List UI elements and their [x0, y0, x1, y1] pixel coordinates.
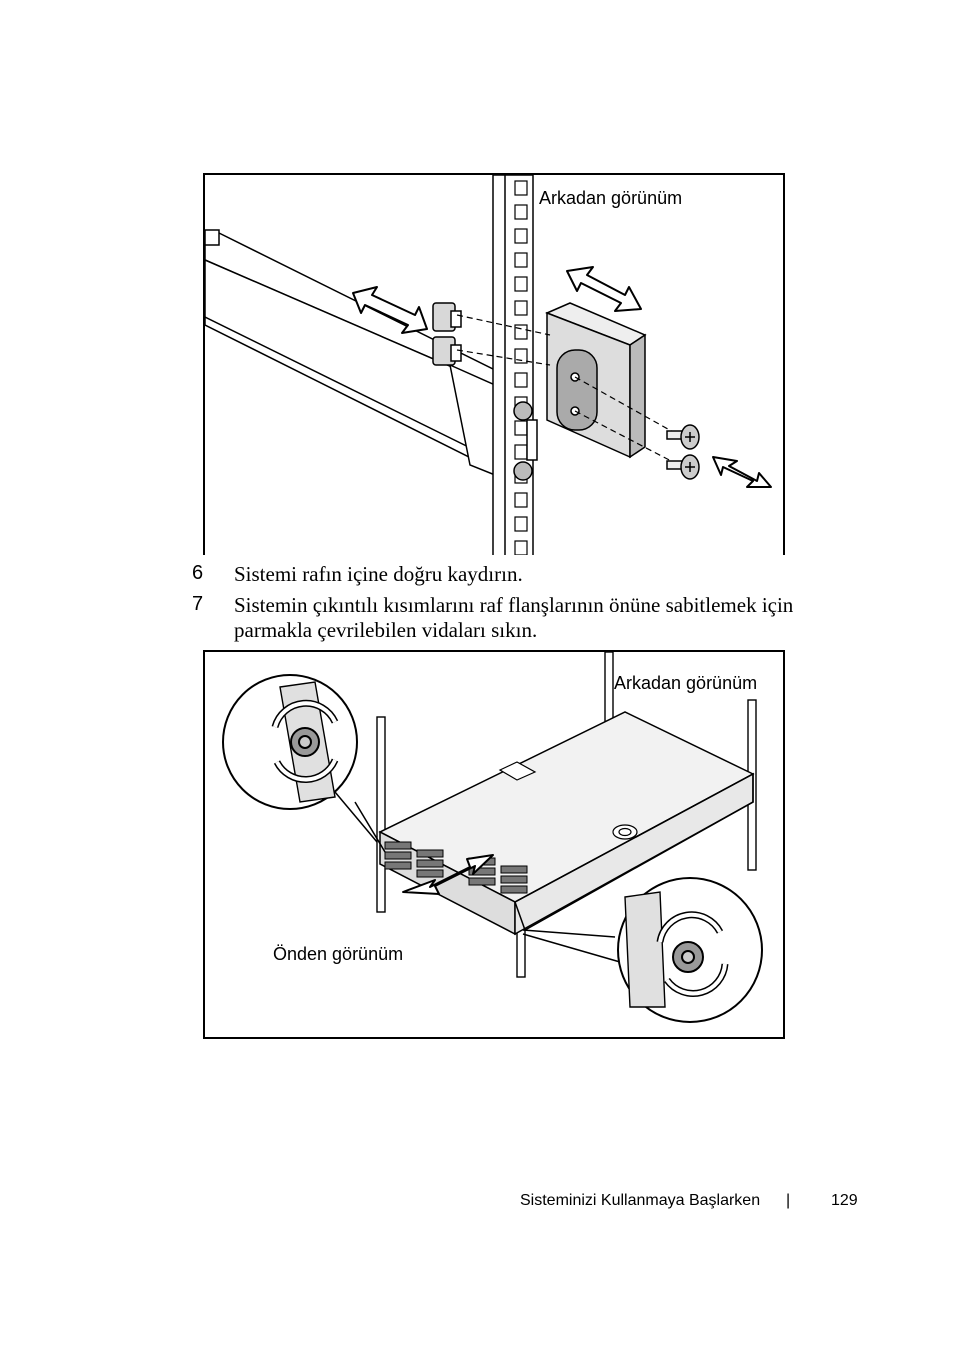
rack-hole: [514, 252, 528, 268]
rack-hole: [514, 180, 528, 196]
step-6-text: Sistemi rafın içine doğru kaydırın.: [234, 562, 523, 586]
step-6-number: 6: [192, 562, 204, 584]
rack-hole: [514, 300, 528, 316]
slide-arrow: [402, 854, 494, 895]
drive-bay: [468, 867, 496, 876]
figure-rear-bracket: Arkadan görünüm: [203, 173, 785, 555]
zoom-circle-front-left: [222, 674, 358, 810]
figure2-front-view-label: Önden görünüm: [273, 944, 404, 965]
figure1-rear-view-label: Arkadan görünüm: [539, 188, 683, 209]
drive-bay: [500, 865, 528, 874]
movement-arrows: [352, 266, 772, 488]
rail-clips: [432, 302, 462, 366]
server-install-illustration: [222, 652, 763, 1023]
screws: [666, 424, 700, 480]
rail-drawing: [205, 229, 506, 477]
drive-bay: [500, 885, 528, 894]
alignment-guides: [456, 314, 676, 464]
rack-hole: [514, 444, 528, 460]
rack-hole: [514, 420, 528, 436]
figure2-rear-view-label: Arkadan görünüm: [614, 673, 758, 694]
rear-bracket-illustration: [205, 175, 772, 555]
drive-bay: [416, 869, 444, 878]
callout-lines: [334, 791, 621, 963]
footer-section-title: Sisteminizi Kullanmaya Başlarken: [520, 1192, 761, 1209]
step-7-number: 7: [192, 593, 204, 615]
drive-bays: [384, 841, 528, 894]
server-chassis: [378, 711, 755, 936]
drive-bay: [384, 841, 412, 850]
rack-hole: [514, 204, 528, 220]
rack-hole: [514, 516, 528, 532]
footer-separator: |: [786, 1192, 791, 1209]
rack-post: [492, 175, 534, 555]
chassis-features: [498, 761, 638, 840]
rack-hole: [514, 324, 528, 340]
figure-server-install: Arkadan görünüm Önden görünüm: [203, 650, 785, 1039]
drive-bay: [468, 877, 496, 886]
rack-hole: [514, 276, 528, 292]
rack-hole: [514, 540, 528, 555]
bracket: [545, 302, 647, 459]
zoom-circle-front-right: [617, 877, 763, 1023]
footer-page-number: 129: [831, 1192, 858, 1209]
thumbscrews-on-post: [513, 401, 538, 481]
rack-hole: [514, 228, 528, 244]
drive-bay: [416, 849, 444, 858]
step-7-text: Sistemin çıkıntılı kısımlarını raf flanş…: [234, 593, 794, 642]
rack-hole: [514, 492, 528, 508]
rack-hole: [514, 372, 528, 388]
drive-bay: [500, 875, 528, 884]
drive-bay: [384, 851, 412, 860]
drive-bay: [416, 859, 444, 868]
drive-bay: [384, 861, 412, 870]
